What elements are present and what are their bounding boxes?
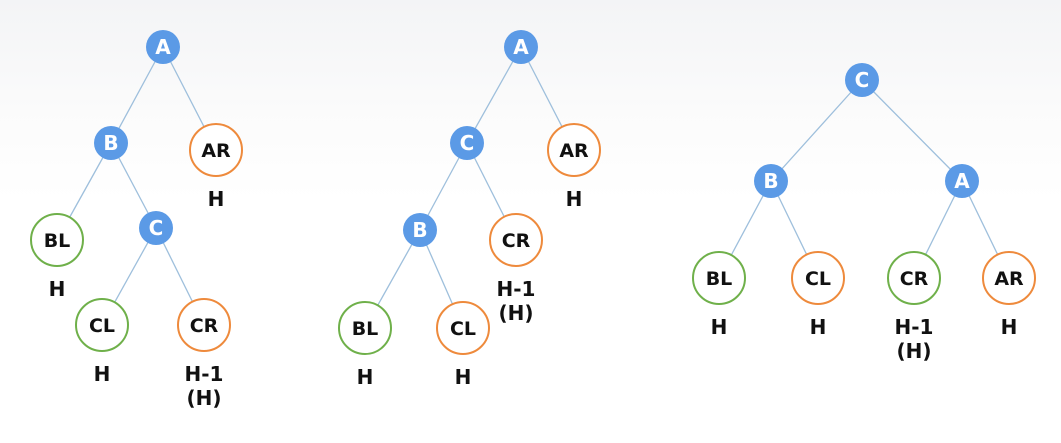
subtree-circle — [338, 301, 392, 355]
subtree-circle — [489, 213, 543, 267]
subtree-label: CR — [900, 268, 929, 290]
subtree-circle — [982, 251, 1036, 305]
node-b: B — [94, 126, 128, 160]
node-label: C — [149, 216, 164, 240]
subtree-label: BL — [44, 230, 71, 252]
node-label: B — [763, 169, 778, 193]
subtree-circle — [189, 123, 243, 177]
edge-c-b — [770, 79, 863, 182]
subtree-circle — [887, 251, 941, 305]
subtree-label: AR — [994, 268, 1024, 290]
node-a: A — [504, 30, 538, 64]
node-a: A — [945, 164, 979, 198]
subtree-label: AR — [201, 140, 231, 162]
edge-a-c — [466, 46, 522, 144]
node-b: B — [403, 213, 437, 247]
node-circle — [450, 126, 484, 160]
tree-3: C B A BL H CL H CR H-1(H) AR H — [692, 63, 1036, 363]
node-circle — [754, 164, 788, 198]
node-circle — [403, 213, 437, 247]
tree-1: A B AR H BL H C CL H CR H-1(H) — [30, 30, 243, 410]
node-a: A — [146, 30, 180, 64]
node-circle — [94, 126, 128, 160]
node-bl: BL H — [692, 251, 746, 339]
node-circle — [945, 164, 979, 198]
node-ar: AR H — [547, 123, 601, 211]
node-cr: CR H-1(H) — [887, 251, 941, 363]
height-label: H — [208, 187, 225, 211]
subtree-circle — [791, 251, 845, 305]
height-label: H — [1001, 315, 1018, 339]
node-circle — [504, 30, 538, 64]
height-label: H — [566, 187, 583, 211]
subtree-circle — [436, 301, 490, 355]
node-bl: BL H — [338, 301, 392, 389]
height-label: H — [49, 277, 66, 301]
edge-a-b — [110, 46, 164, 144]
subtree-circle — [547, 123, 601, 177]
node-circle — [139, 211, 173, 245]
height-label: H — [810, 315, 827, 339]
height-label: (H) — [896, 339, 931, 363]
subtree-circle — [30, 213, 84, 267]
subtree-label: AR — [559, 140, 589, 162]
node-label: C — [460, 131, 475, 155]
subtree-label: BL — [352, 318, 379, 340]
subtree-label: CL — [450, 318, 476, 340]
subtree-circle — [75, 298, 129, 352]
height-label: H-1 — [185, 362, 224, 386]
height-label: H — [94, 362, 111, 386]
node-label: A — [155, 35, 171, 59]
node-circle — [845, 63, 879, 97]
node-label: B — [103, 131, 118, 155]
node-cl: CL H — [791, 251, 845, 339]
height-label: (H) — [498, 301, 533, 325]
node-circle — [146, 30, 180, 64]
height-label: H — [357, 365, 374, 389]
node-label: A — [954, 169, 970, 193]
node-ar: AR H — [189, 123, 243, 211]
node-cl: CL H — [436, 301, 490, 389]
node-label: B — [412, 218, 427, 242]
node-cl: CL H — [75, 298, 129, 386]
subtree-label: CL — [89, 315, 115, 337]
node-b: B — [754, 164, 788, 198]
subtree-label: CR — [190, 315, 219, 337]
tree-2: A C AR H B CR H-1(H) BL H CL H — [338, 30, 601, 389]
height-label: H — [455, 365, 472, 389]
height-label: (H) — [186, 386, 221, 410]
edge-c-a — [861, 79, 963, 182]
subtree-label: CR — [502, 230, 531, 252]
node-cr: CR H-1(H) — [489, 213, 543, 325]
node-c: C — [845, 63, 879, 97]
node-ar: AR H — [982, 251, 1036, 339]
node-label: C — [855, 68, 870, 92]
subtree-circle — [692, 251, 746, 305]
subtree-label: CL — [805, 268, 831, 290]
height-label: H-1 — [895, 315, 934, 339]
node-label: A — [513, 35, 529, 59]
subtree-circle — [177, 298, 231, 352]
node-c: C — [139, 211, 173, 245]
node-bl: BL H — [30, 213, 84, 301]
height-label: H-1 — [497, 277, 536, 301]
node-cr: CR H-1(H) — [177, 298, 231, 410]
height-label: H — [711, 315, 728, 339]
subtree-label: BL — [706, 268, 733, 290]
node-c: C — [450, 126, 484, 160]
